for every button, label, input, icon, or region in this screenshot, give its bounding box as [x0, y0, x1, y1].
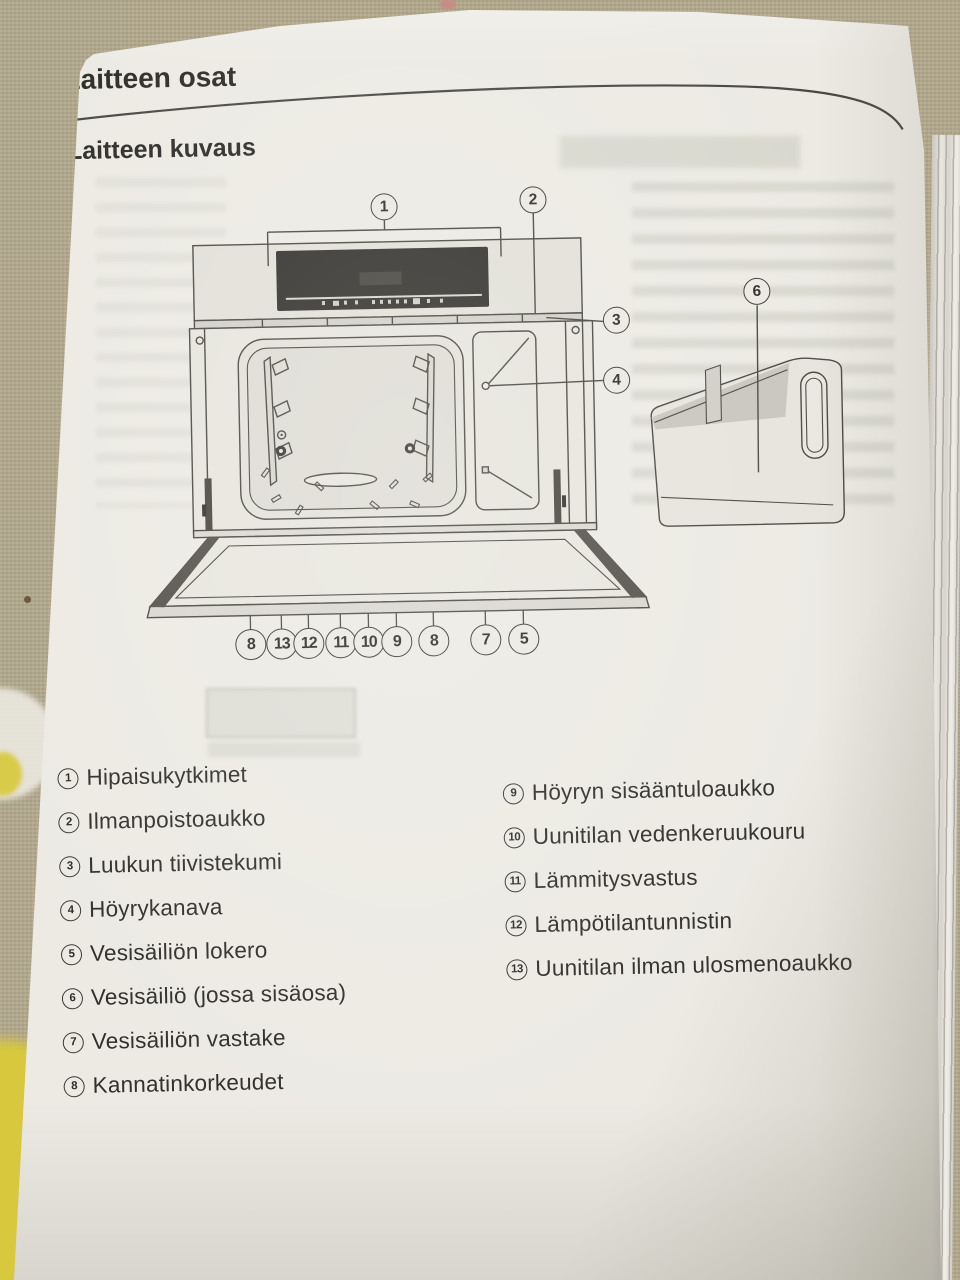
legend-number: 2 — [58, 811, 80, 833]
legend-number: 10 — [503, 826, 525, 849]
door-hinges — [202, 469, 567, 535]
legend-number: 9 — [502, 782, 525, 805]
fabric-yellow-spot — [0, 752, 22, 796]
steam-vent-dashes — [260, 467, 434, 516]
legend-left-column: 1 Hipaisukytkimet 2 Ilmanpoistoaukko 3 Luuk… — [57, 761, 348, 1119]
callout-1-bracket — [266, 219, 502, 267]
legend-label: Luukun tiivistekumi — [87, 849, 283, 878]
screw-right — [571, 325, 580, 335]
touch-control-marks — [321, 298, 444, 306]
fabric-speck — [24, 596, 31, 603]
legend-number: 7 — [62, 1031, 84, 1053]
legend-item: 7 Vesisäiliön vastake — [62, 1024, 348, 1055]
shelf-support-right — [412, 352, 435, 484]
legend-number: 1 — [57, 767, 79, 789]
legend-number: 8 — [63, 1075, 85, 1097]
title-rule — [72, 84, 904, 130]
tank-crease — [660, 496, 834, 506]
appliance-diagram: 1 2 3 4 6 8 13 12 11 10 9 8 7 5 — [70, 177, 870, 678]
legend-item: 1 Hipaisukytkimet — [57, 761, 342, 791]
legend-item: 3 Luukun tiivistekumi — [59, 849, 344, 879]
oven-line-art — [146, 212, 845, 630]
callout-6-line — [756, 305, 760, 473]
legend-number: 13 — [506, 958, 528, 981]
legend-number: 12 — [505, 914, 527, 937]
legend-label: Kannatinkorkeudet — [92, 1069, 284, 1098]
legend-item: 11 Lämmitysvastus — [504, 863, 851, 894]
legend-item: 5 Vesisäiliön lokero — [60, 937, 346, 967]
legend-label: Lämpötilantunnistin — [534, 907, 733, 937]
legend-item: 2 Ilmanpoistoaukko — [58, 805, 343, 835]
section-title: Laitteen kuvaus — [66, 133, 257, 166]
legend-number: 3 — [59, 855, 81, 877]
callout-4-line — [489, 379, 604, 387]
callout-3-line — [546, 316, 604, 323]
legend-label: Höyrykanava — [88, 894, 223, 922]
cavity-air-outlet — [276, 430, 287, 440]
legend-label: Lämmitysvastus — [533, 864, 698, 893]
callout-2-line — [532, 212, 537, 317]
control-panel — [192, 237, 583, 322]
legend-label: Hipaisukytkimet — [86, 761, 248, 790]
water-tank — [650, 305, 845, 527]
legend-label: Ilmanpoistoaukko — [87, 805, 266, 834]
legend-item: 6 Vesisäiliö (jossa sisäosa) — [61, 979, 347, 1011]
screw-left — [195, 336, 204, 345]
legend-item: 13 Uunitilan ilman ulosmenoaukko — [506, 949, 853, 982]
heating-element-recess — [303, 472, 378, 487]
legend-item: 4 Höyrykanava — [59, 893, 345, 923]
door-trim-right — [573, 529, 646, 598]
shelf-support-left — [263, 355, 293, 487]
open-door — [146, 529, 651, 619]
door-trim-left — [150, 537, 220, 608]
legend-label: Vesisäiliö (jossa sisäosa) — [90, 979, 347, 1010]
oven-cavity — [237, 335, 467, 520]
fabric-pink-speck — [440, 0, 456, 9]
legend-label: Vesisäiliön vastake — [91, 1024, 286, 1054]
legend-number: 4 — [59, 899, 82, 921]
legend-number: 11 — [504, 870, 526, 893]
legend-item: 12 Lämpötilantunnistin — [505, 907, 852, 938]
legend-item: 10 Uunitilan vedenkeruukouru — [503, 818, 851, 850]
tank-divider — [704, 364, 722, 425]
tank-compartment — [472, 330, 540, 511]
legend-number: 5 — [60, 943, 83, 965]
legend-item: 8 Kannatinkorkeudet — [63, 1069, 348, 1099]
legend-number: 6 — [61, 987, 84, 1009]
tank-handle — [800, 371, 829, 459]
tank-connector — [481, 466, 490, 474]
display-window — [359, 271, 402, 286]
legend-label: Höyryn sisääntuloaukko — [531, 775, 776, 805]
legend-right-column: 9 Höyryn sisääntuloaukko 10 Uunitilan vede… — [502, 775, 854, 1002]
legend-label: Uunitilan vedenkeruukouru — [532, 818, 806, 849]
legend-item: 9 Höyryn sisääntuloaukko — [502, 775, 850, 806]
steam-channel-port — [481, 381, 490, 391]
legend-label: Uunitilan ilman ulosmenoaukko — [535, 949, 853, 981]
legend-label: Vesisäiliön lokero — [89, 937, 268, 966]
